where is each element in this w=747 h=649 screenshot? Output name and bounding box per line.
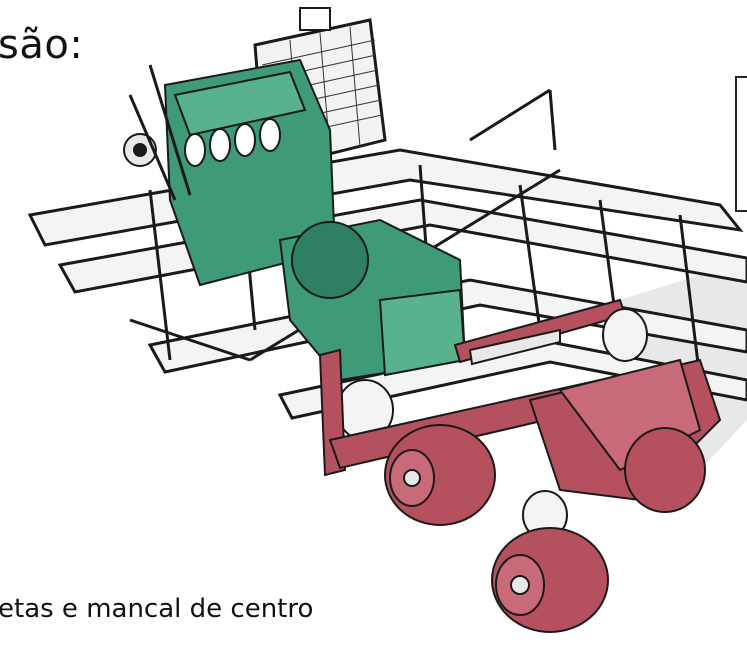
gearbox bbox=[278, 218, 467, 382]
caption-text: etas e mancal de centro bbox=[0, 594, 314, 624]
page-heading: são: bbox=[0, 22, 84, 68]
callout-box bbox=[735, 76, 747, 212]
control-levers bbox=[128, 64, 192, 201]
drive-shaft bbox=[453, 298, 627, 366]
wheel-hubs bbox=[384, 424, 706, 633]
air-springs bbox=[336, 308, 648, 540]
engine-block bbox=[123, 58, 337, 287]
